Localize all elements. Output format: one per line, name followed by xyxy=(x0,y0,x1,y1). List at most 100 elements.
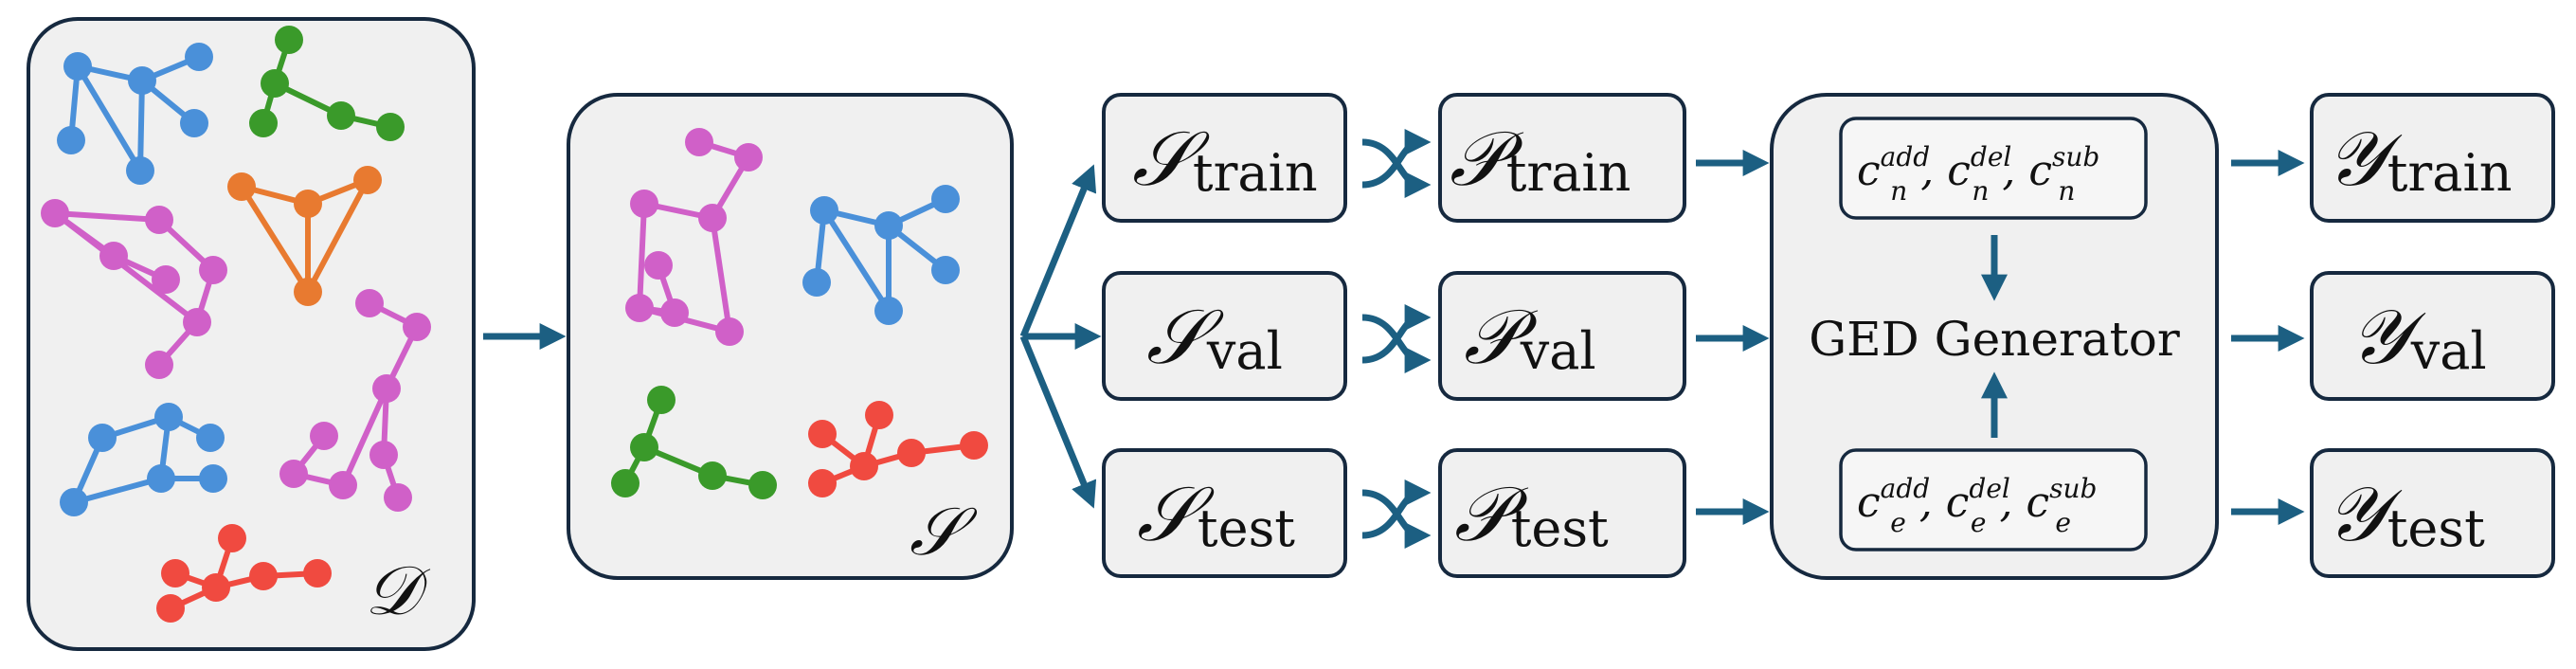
set-box-test xyxy=(1102,448,1347,578)
dataset-graph-pink-2-node xyxy=(369,441,398,469)
dataset-graph-blue-1-node xyxy=(185,43,213,71)
dataset-graph-pink-1-node xyxy=(41,199,69,227)
dataset-graph-red-node xyxy=(218,524,246,552)
label-box-test xyxy=(2310,448,2555,578)
dataset-graph-blue-2-node xyxy=(199,464,227,493)
subset-graph-blue-node xyxy=(931,185,960,213)
dataset-graph-pink-1 xyxy=(41,199,227,379)
dataset-graph-red xyxy=(156,524,332,623)
dataset-graph-pink-1-node xyxy=(183,308,211,336)
dataset-graph-blue-1-node xyxy=(128,66,156,95)
dataset-graph-blue-1-edge xyxy=(137,78,145,173)
label-box-train xyxy=(2310,93,2555,223)
pair-box-val xyxy=(1438,271,1686,401)
dataset-graph-blue-2-node xyxy=(154,403,183,431)
dataset-graph-green-node xyxy=(261,69,289,98)
pair-box-test xyxy=(1438,448,1686,578)
dataset-graph-blue-2-node xyxy=(196,424,225,452)
dataset-graph-green-node xyxy=(249,109,278,137)
label-box-val xyxy=(2310,271,2555,401)
subset-graph-pink-node xyxy=(715,317,744,346)
dataset-graph-green-node xyxy=(376,113,405,141)
subset-graph-pink-edge xyxy=(637,201,647,311)
subset-graph-green xyxy=(611,386,777,499)
subset-graph-pink xyxy=(625,128,763,346)
set-label-val: 𝒮val xyxy=(1146,293,1283,381)
dataset-graph-pink-2-node xyxy=(384,483,412,512)
dataset-graph-pink-2 xyxy=(279,289,431,512)
dataset-graph-orange xyxy=(227,166,382,306)
subset-graph-red-node xyxy=(865,401,893,429)
dataset-graph-pink-1-edge xyxy=(52,210,162,223)
subset-graph-blue-edge xyxy=(821,208,892,314)
pair-label-test: 𝒫test xyxy=(1454,470,1609,558)
subset-graph-red xyxy=(808,401,988,497)
subset-graph-blue xyxy=(802,185,960,325)
dataset-graph-blue-2-edge xyxy=(71,476,164,505)
subset-graph-blue-node xyxy=(810,196,838,225)
subset-graph-blue-node xyxy=(802,268,831,297)
subset-graph-pink-node xyxy=(734,143,763,172)
dataset-graph-red-node xyxy=(249,562,278,590)
subset-graph-red-node xyxy=(960,431,988,460)
set-label-train: 𝒮train xyxy=(1132,115,1318,203)
dataset-graph-red-node xyxy=(303,559,332,588)
arrow-subset-to-test xyxy=(1019,334,1097,509)
subset-graph-pink-node xyxy=(685,128,713,156)
subset-graph-green-node xyxy=(630,433,658,461)
dataset-graph-pink-2-node xyxy=(310,422,338,450)
split-row-test: 𝒮test 𝒫test 𝒴test xyxy=(1102,448,2555,578)
dataset-graph-blue-1-edge xyxy=(75,63,143,173)
generator-title: GED Generator xyxy=(1809,312,2180,367)
subset-graph-green-node xyxy=(748,471,777,499)
subset-graph-red-node xyxy=(897,439,926,467)
subset-graph-pink-node xyxy=(644,251,673,280)
subset-graph-red-node xyxy=(808,420,837,448)
subset-graph-green-node xyxy=(611,469,639,497)
subset-graph-blue-node xyxy=(874,211,903,240)
dataset-graph-pink-2-edge xyxy=(340,386,389,488)
subset-graph-pink-node xyxy=(698,204,727,232)
split-row-train: 𝒮train 𝒫train 𝒴train xyxy=(1102,93,2555,223)
cross-arrow-train-up xyxy=(1361,129,1432,189)
dataset-graph-orange-edge xyxy=(305,177,370,295)
split-row-val: 𝒮val 𝒫val 𝒴val xyxy=(1102,271,2555,401)
dataset-graph-red-node xyxy=(156,594,185,623)
subset-graph-blue-node xyxy=(874,297,903,325)
dataset-graph-green-node xyxy=(275,26,303,54)
dataset-graph-pink-1-node xyxy=(145,351,173,379)
dataset-graph-blue-2-node xyxy=(147,464,175,493)
dataset-graph-pink-2-node xyxy=(372,374,401,403)
dataset-graph-pink-2-node xyxy=(355,289,384,317)
set-box-val xyxy=(1102,271,1347,401)
subset-graph-red-node xyxy=(850,452,878,480)
set-box-train xyxy=(1102,93,1347,223)
subset-graphs xyxy=(611,128,988,499)
arrow-subset-to-train xyxy=(1019,164,1097,338)
dataset-graph-blue-1 xyxy=(57,43,213,185)
dataset-graph-pink-1-node xyxy=(152,265,180,294)
subset-graph-green-node xyxy=(647,386,676,414)
dataset-graph-pink-1-node xyxy=(199,256,227,284)
subset-graph-blue-node xyxy=(931,256,960,284)
dataset-graph-orange-node xyxy=(294,278,322,306)
dataset-graph-pink-1-node xyxy=(145,206,173,234)
dataset-graph-orange-node xyxy=(294,190,322,218)
subset-graph-pink-node xyxy=(660,298,689,327)
dataset-graphs xyxy=(41,26,431,623)
cross-arrow-val-up xyxy=(1361,304,1432,364)
cross-arrow-test-up xyxy=(1361,479,1432,539)
dataset-graph-red-node xyxy=(202,573,230,602)
node-costs-box xyxy=(1839,117,2148,220)
subset-graph-pink-edge xyxy=(710,215,732,334)
dataset-graph-blue-1-node xyxy=(63,52,92,81)
dataset-graph-blue-1-node xyxy=(126,156,154,185)
edge-costs-box xyxy=(1839,448,2148,551)
dataset-graph-blue-2-node xyxy=(88,424,117,452)
dataset-graph-blue-1-node xyxy=(180,109,208,137)
pair-box-train xyxy=(1438,93,1686,223)
dataset-graph-blue-1-node xyxy=(57,126,85,154)
dataset-graph-green-node xyxy=(327,101,355,130)
subset-graph-pink-node xyxy=(625,294,654,322)
